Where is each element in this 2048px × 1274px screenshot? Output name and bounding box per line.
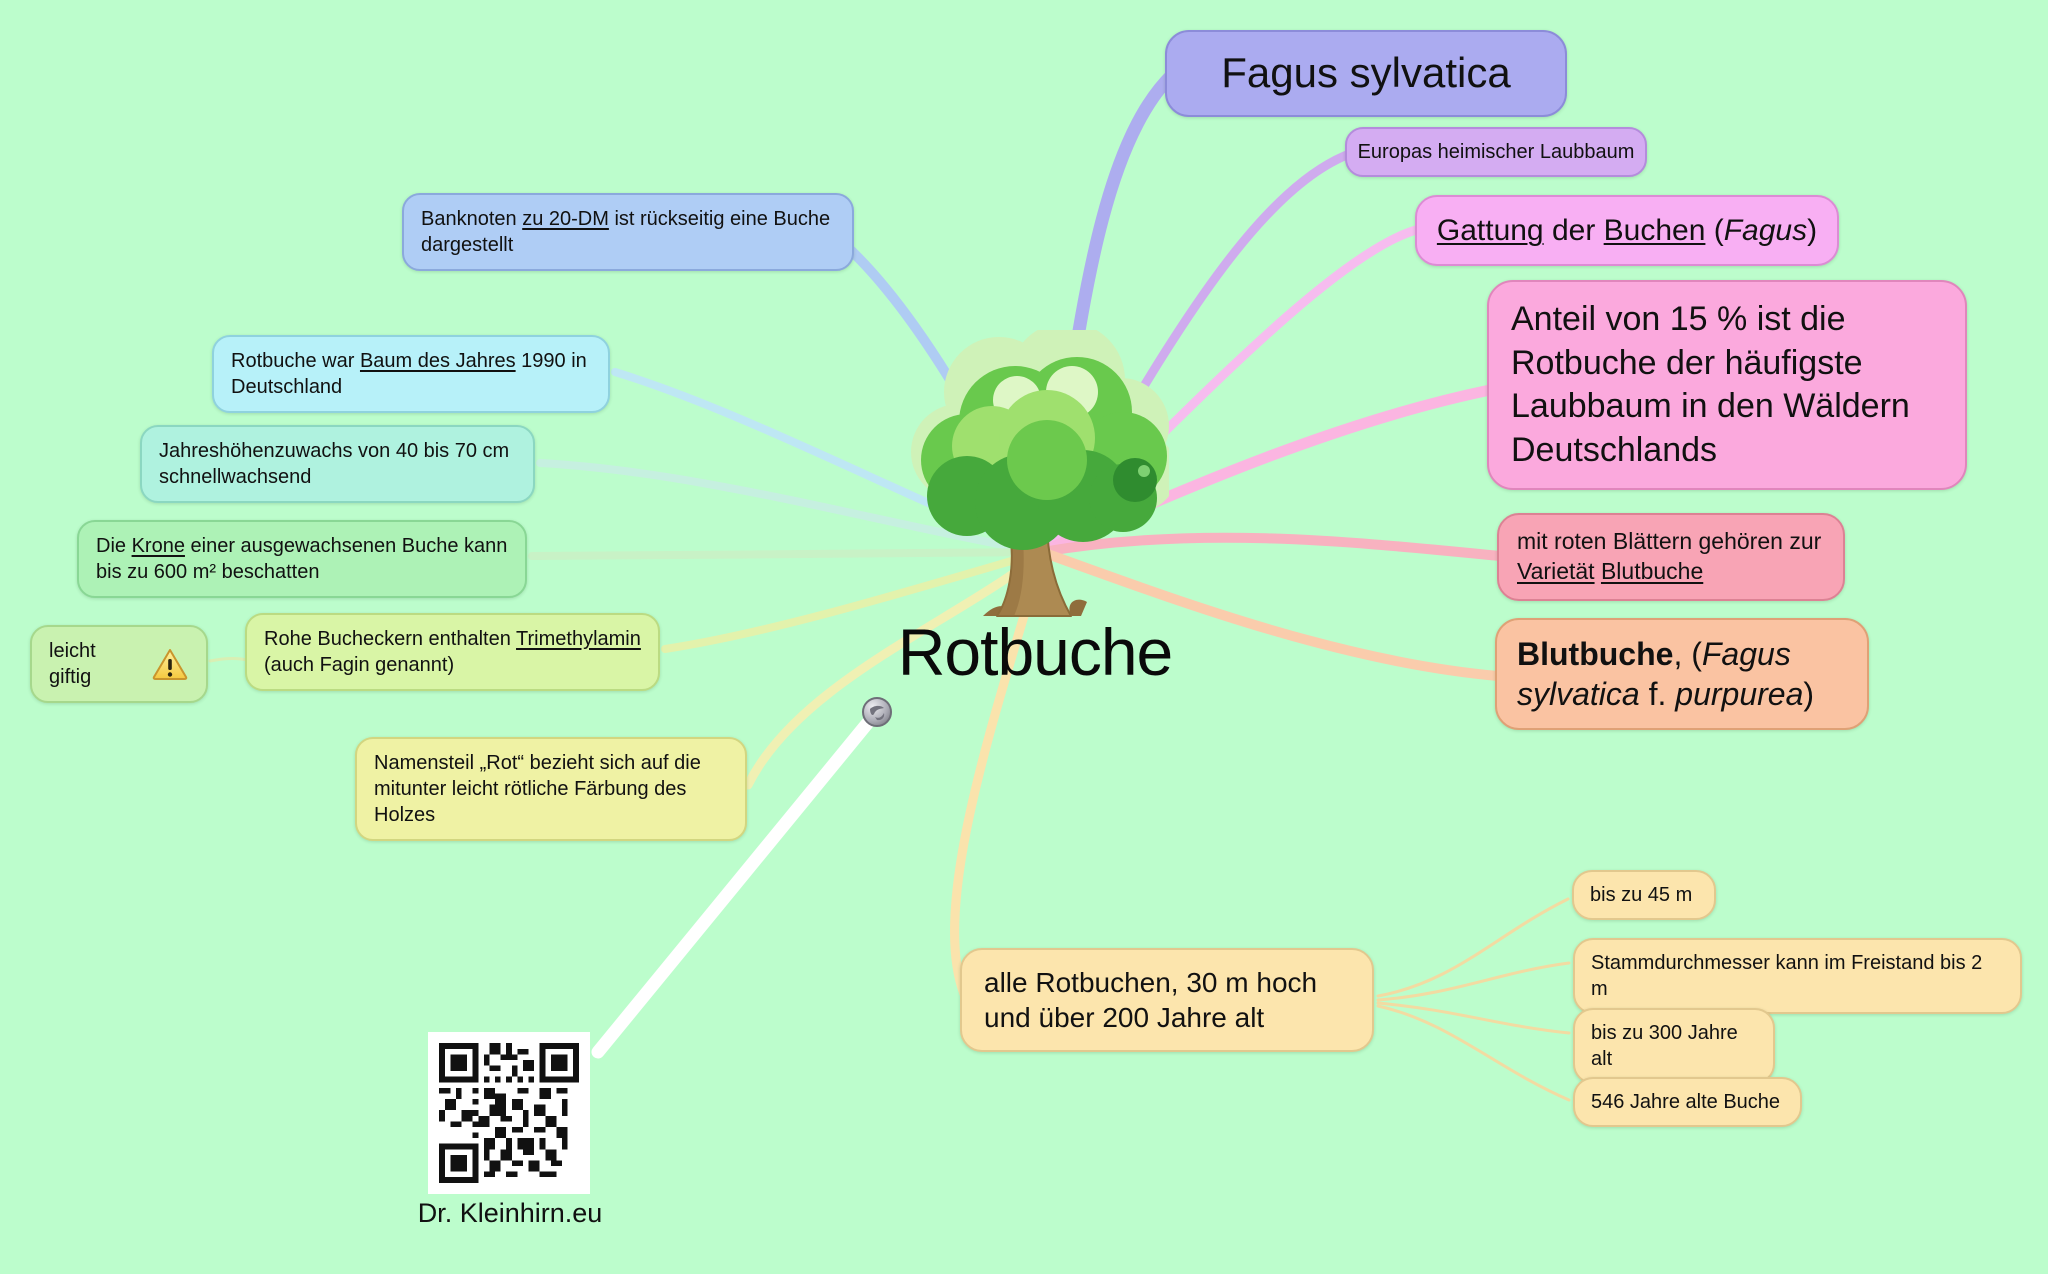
node-label: purpurea	[1675, 676, 1804, 712]
node-fagus-sylvatica[interactable]: Fagus sylvatica	[1165, 30, 1567, 117]
edge-mit-roten	[1037, 532, 1505, 561]
edge-child-2	[1376, 961, 1571, 1002]
node-label: Varietät	[1517, 557, 1595, 584]
node-label: Buchen	[1603, 214, 1706, 247]
node-alle-rotbuchen[interactable]: alle Rotbuchen, 30 m hoch und über 200 J…	[960, 948, 1374, 1052]
node-banknoten-20dm[interactable]: Banknoten zu 20-DM ist rückseitig eine B…	[402, 193, 854, 271]
edge-qr-link	[591, 707, 882, 1059]
node-label: Gattung	[1436, 214, 1544, 247]
node-label: 546 Jahre alte Buche	[1591, 1091, 1781, 1113]
node-bis-zu-45m[interactable]: bis zu 45 m	[1572, 870, 1716, 920]
node-label: Trimethylamin	[516, 628, 641, 650]
node-label: mit roten Blättern gehören zur	[1517, 528, 1822, 554]
node-label: Europas heimischer Laubbaum	[1357, 141, 1635, 163]
node-jahreshoehenzuwachs[interactable]: Jahreshöhenzuwachs von 40 bis 70 cm schn…	[140, 425, 535, 503]
edge-child-3	[1376, 1001, 1571, 1035]
node-label: Fagus sylvatica	[1221, 49, 1511, 96]
node-krone-beschattung[interactable]: Die Krone einer ausgewachsenen Buche kan…	[77, 520, 527, 598]
node-label: einer ausgewachsenen Buche kann bis zu 6…	[96, 535, 508, 583]
node-label: )	[1803, 676, 1815, 712]
node-label: Fagus	[1723, 214, 1808, 247]
node-namensteil-rot[interactable]: Namensteil „Rot“ bezieht sich auf die mi…	[355, 737, 747, 841]
node-bis-zu-300-jahre[interactable]: bis zu 300 Jahre alt	[1573, 1008, 1775, 1084]
node-rote-blaetter-varietaet[interactable]: mit roten Blättern gehören zur Varietät …	[1497, 513, 1845, 601]
node-label: Anteil von 15 % ist die Rotbuche der häu…	[1511, 300, 1910, 469]
qr-code	[428, 1032, 590, 1194]
edge-namensteil	[743, 547, 1047, 790]
edge-leicht-giftig	[208, 656, 249, 663]
node-label: zu 20-DM	[522, 208, 609, 230]
node-label: bis zu 45 m	[1590, 884, 1693, 906]
node-label: Baum des Jahres	[359, 350, 516, 372]
node-label: Krone	[131, 535, 185, 557]
edge-alle-rotbuchen	[950, 551, 1047, 999]
edge-blutbuche	[1037, 547, 1503, 681]
link-icon[interactable]	[861, 696, 893, 728]
node-label: Blutbuche	[1600, 557, 1704, 584]
node-label: , (	[1673, 636, 1702, 672]
edge-bucheckern	[661, 548, 1046, 653]
node-gattung-der-buchen[interactable]: Gattung der Buchen (Fagus)	[1415, 195, 1839, 266]
node-label: )	[1807, 214, 1818, 247]
node-baum-des-jahres-1990[interactable]: Rotbuche war Baum des Jahres 1990 in Deu…	[212, 335, 610, 413]
central-topic[interactable]: Rotbuche	[897, 615, 1174, 689]
edge-krone	[528, 548, 1046, 560]
node-stammdurchmesser[interactable]: Stammdurchmesser kann im Freistand bis 2…	[1573, 938, 2022, 1014]
node-blutbuche[interactable]: Blutbuche, (Fagus sylvatica f. purpurea)	[1495, 618, 1869, 730]
node-label: Rotbuche war	[231, 350, 360, 372]
node-label: ist rückseitig eine Buche dargestellt	[421, 208, 831, 256]
node-label: Die	[96, 535, 132, 557]
node-leicht-giftig[interactable]: leicht giftig	[30, 625, 208, 703]
qr-label: Dr. Kleinhirn.eu	[417, 1198, 603, 1228]
warning-icon	[152, 649, 188, 680]
node-label: (auch Fagin genannt)	[264, 654, 455, 676]
edge-child-1	[1376, 897, 1570, 998]
node-546-jahre-buche[interactable]: 546 Jahre alte Buche	[1573, 1077, 1802, 1127]
node-label: leicht giftig	[49, 640, 96, 688]
node-label: alle Rotbuchen, 30 m hoch und über 200 J…	[984, 967, 1318, 1033]
node-anteil-15-prozent[interactable]: Anteil von 15 % ist die Rotbuche der häu…	[1487, 280, 1967, 491]
node-bucheckern-trimethylamin[interactable]: Rohe Bucheckern enthalten Trimethylamin …	[245, 613, 660, 691]
node-label: Namensteil „Rot“ bezieht sich auf die mi…	[374, 752, 701, 826]
node-label: Rohe Bucheckern enthalten	[264, 628, 517, 650]
node-europas-laubbaum[interactable]: Europas heimischer Laubbaum	[1345, 127, 1647, 177]
node-label: der	[1543, 214, 1604, 247]
edge-jahreshoehenzuwachs	[536, 459, 1046, 556]
node-label: Blutbuche	[1517, 636, 1674, 672]
node-label: f.	[1639, 676, 1676, 712]
node-label: bis zu 300 Jahre alt	[1591, 1022, 1738, 1070]
node-label: 1990 in Deutschland	[231, 350, 587, 398]
node-label: Jahreshöhenzuwachs von 40 bis 70 cm schn…	[159, 440, 510, 488]
tree-illustration	[911, 330, 1169, 617]
node-label: Stammdurchmesser kann im Freistand bis 2…	[1591, 952, 1983, 1000]
node-label: Fagus sylvatica	[1517, 636, 1791, 712]
node-label: Banknoten	[421, 208, 523, 230]
edge-child-4	[1376, 1004, 1571, 1102]
node-label: (	[1705, 214, 1724, 247]
